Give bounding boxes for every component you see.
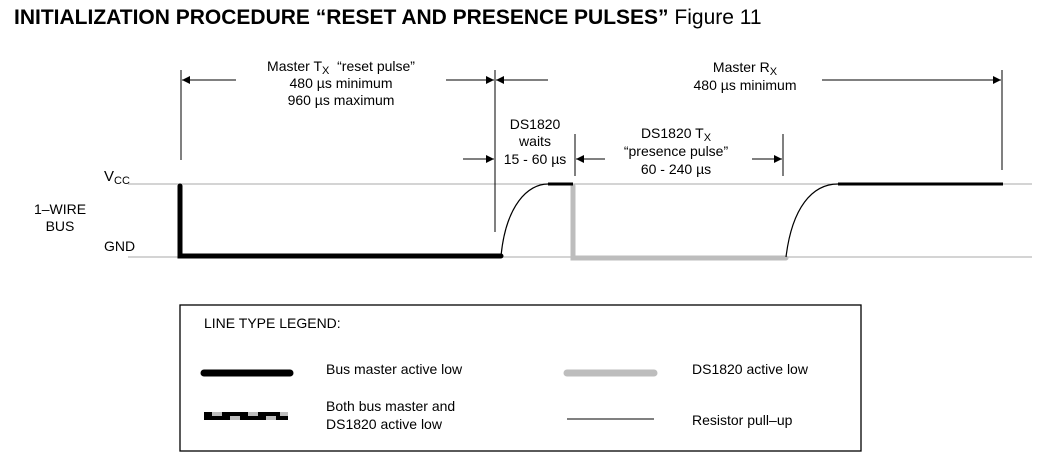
legend-both-label-line2: DS1820 active low [326, 416, 443, 432]
ds-tx-label: DS1820 TX [641, 125, 712, 144]
ds-wait-line1: DS1820 [510, 116, 561, 132]
bus-name-line1: 1–WIRE [34, 201, 86, 217]
ds-wait-line2: waits [518, 133, 551, 149]
title-main: INITIALIZATION PROCEDURE “RESET AND PRES… [14, 6, 669, 29]
ds-tx-line3: 60 - 240 µs [641, 161, 711, 177]
master-tx-label: Master TX “reset pulse” [267, 58, 415, 77]
title-figure: Figure 11 [674, 6, 762, 29]
legend-both-label-line1: Both bus master and [326, 398, 455, 414]
ds1820-presence-pulse [570, 183, 789, 261]
pullup-rise-2 [785, 183, 839, 258]
vcc-label: VCC [104, 168, 130, 187]
master-tx-max: 960 µs maximum [288, 92, 395, 108]
bus-name-line2: BUS [46, 218, 75, 234]
master-rx-min: 480 µs minimum [694, 77, 797, 93]
master-rx-label: Master RX [713, 59, 778, 78]
legend-master-label: Bus master active low [326, 361, 463, 377]
legend-box [179, 304, 862, 452]
gnd-label: GND [104, 238, 135, 254]
legend-both-swatch [204, 412, 288, 420]
master-reset-pulse [177, 183, 504, 259]
ds-tx-line2: “presence pulse” [624, 143, 729, 159]
master-tx-min: 480 µs minimum [290, 75, 393, 91]
ds-wait-line3: 15 - 60 µs [504, 151, 567, 167]
page-title: INITIALIZATION PROCEDURE “RESET AND PRES… [14, 6, 762, 30]
legend-ds1820-label: DS1820 active low [692, 361, 809, 377]
legend-title: LINE TYPE LEGEND: [204, 315, 341, 331]
legend-pullup-label: Resistor pull–up [692, 412, 793, 428]
pullup-rise-1 [500, 183, 572, 257]
